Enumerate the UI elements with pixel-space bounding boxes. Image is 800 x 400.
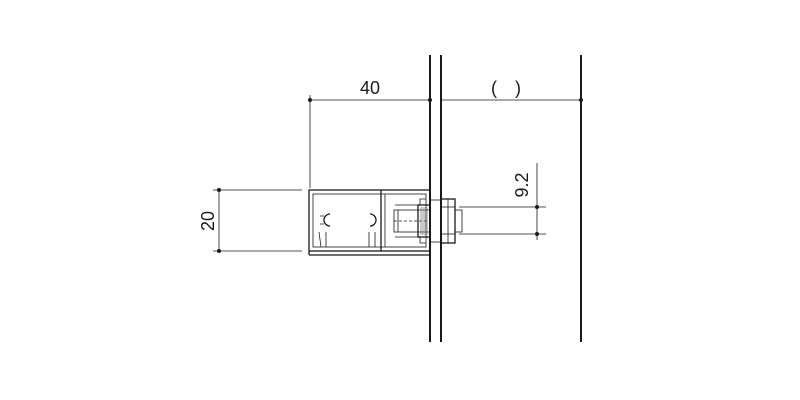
dimension-bolt-offset: 9.2 [459, 163, 546, 240]
t-slot [395, 198, 426, 244]
left-screw-boss [318, 213, 331, 248]
dimension-gap-label: ( ) [491, 78, 521, 98]
wall-panel [429, 55, 442, 342]
right-screw-boss [368, 213, 377, 247]
dimension-bolt-offset-label: 9.2 [512, 172, 532, 197]
dimension-height: 20 [198, 188, 302, 253]
dimension-width: 40 [308, 78, 432, 188]
dimension-gap: ( ) [441, 78, 583, 102]
bolt-assembly [393, 198, 463, 244]
dimension-height-label: 20 [198, 211, 218, 231]
dimension-width-label: 40 [360, 78, 380, 98]
aluminium-profile [308, 189, 431, 256]
